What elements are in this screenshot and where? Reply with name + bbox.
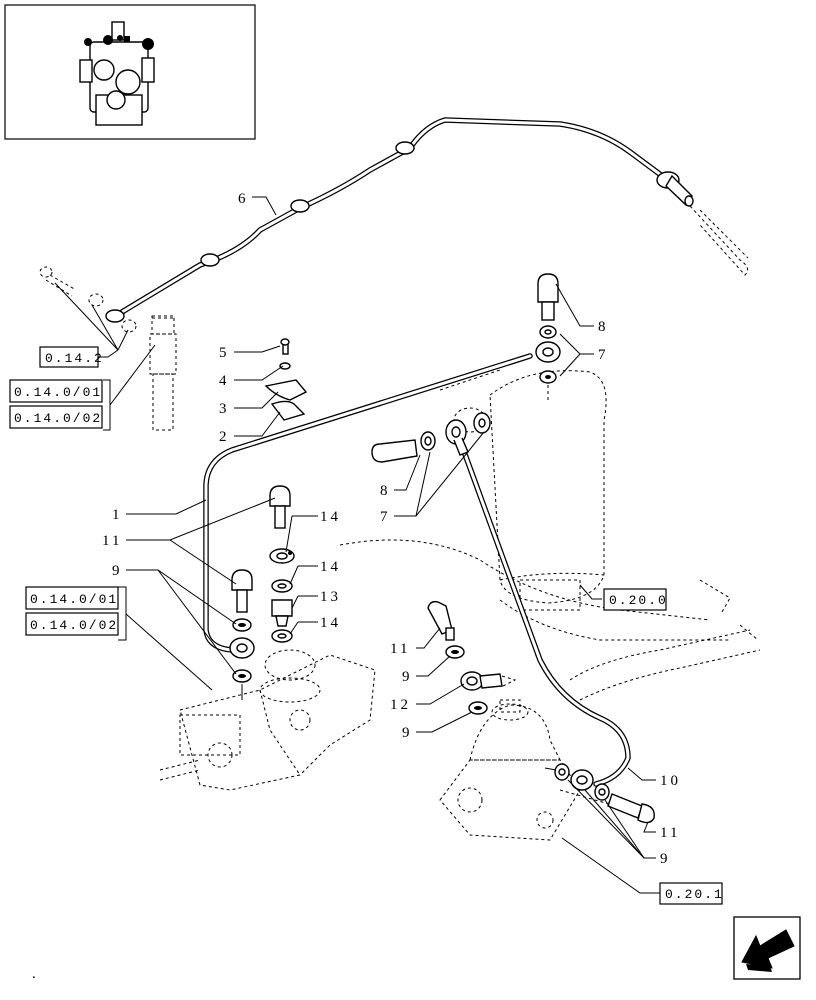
callout-1: 1	[112, 507, 123, 523]
callout-8-upper: 8	[598, 319, 609, 335]
pipe-clamp-assembly	[264, 338, 308, 421]
callout-10: 10	[660, 773, 681, 789]
callout-6: 6	[238, 191, 249, 207]
leader-lines	[54, 196, 660, 894]
callout-9-lower: 9	[660, 851, 671, 867]
reference-box-0-14-0-02-top[interactable]: 0.14.0/02	[9, 405, 103, 429]
callout-3: 3	[219, 401, 230, 417]
arrow-back-icon[interactable]	[733, 916, 801, 980]
callout-12: 12	[390, 697, 411, 713]
main-fuel-pipe	[203, 353, 533, 653]
callout-8-middle: 8	[380, 483, 391, 499]
callout-5: 5	[219, 345, 230, 361]
reference-box-0-20-1[interactable]: 0.20.1	[659, 882, 724, 905]
footer-mark: .	[32, 966, 39, 982]
leak-off-pipe	[39, 117, 749, 333]
svg-text:0.20.1: 0.20.1	[665, 887, 724, 902]
callout-14-c: 14	[320, 615, 341, 631]
injector-ghost	[149, 315, 177, 431]
callout-7-upper: 7	[598, 347, 609, 363]
injection-pump-ghost	[159, 649, 376, 791]
reference-box-0-14-0-01-top[interactable]: 0.14.0/01	[9, 379, 103, 403]
svg-text:0.14.0/02: 0.14.0/02	[30, 618, 118, 633]
reference-box-0-14-0-01-bottom[interactable]: 0.14.0/01	[25, 586, 119, 610]
callout-11-upper: 11	[102, 533, 122, 549]
svg-text:0.14.0/02: 0.14.0/02	[14, 411, 102, 426]
callout-9-feed-upper: 9	[402, 669, 413, 685]
reference-box-0-14-2[interactable]: 0.14.2	[39, 346, 104, 368]
svg-text:0.14.0/01: 0.14.0/01	[14, 385, 102, 400]
banjo-connector-middle	[371, 412, 491, 463]
fitting-stack-feed-pump	[427, 600, 517, 715]
callout-11-lower: 11	[660, 825, 680, 841]
reference-box-0-14-0-02-bottom[interactable]: 0.14.0/02	[25, 612, 119, 636]
svg-text:0.20.0: 0.20.0	[609, 593, 668, 608]
banjo-connector-lower	[544, 763, 655, 824]
callout-14-a: 14	[320, 509, 341, 525]
svg-text:0.14.0/01: 0.14.0/01	[30, 592, 118, 607]
engine-thumbnail-icon[interactable]	[4, 4, 256, 140]
callout-4: 4	[219, 373, 230, 389]
fitting-stack-left	[229, 485, 295, 700]
callout-14-b: 14	[320, 559, 341, 575]
banjo-connector-upper	[535, 273, 561, 400]
callout-13: 13	[320, 589, 341, 605]
callout-labels: 6 5 4 3 2 1 11 9 14 14 13 14 8 7 8 7 11 …	[102, 191, 681, 867]
callout-7-middle: 7	[380, 509, 391, 525]
svg-text:0.14.2: 0.14.2	[45, 351, 104, 366]
callout-9-left: 9	[112, 563, 123, 579]
callout-11-feed: 11	[390, 641, 410, 657]
callout-2: 2	[219, 429, 230, 445]
callout-9-feed-lower: 9	[402, 725, 413, 741]
reference-box-0-20-0[interactable]: 0.20.0	[603, 588, 668, 611]
return-pipe	[459, 443, 631, 787]
